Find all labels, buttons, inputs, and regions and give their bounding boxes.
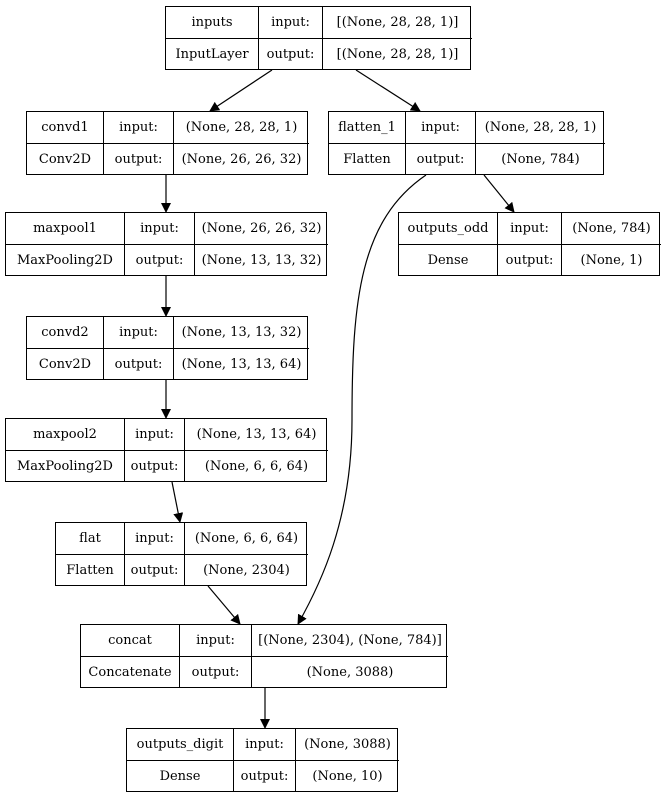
- layer-node-convd2: convd2 input:(None, 13, 13, 32) Conv2D outp…: [26, 316, 309, 380]
- node-row-input: maxpool1 input:(None, 26, 26, 32): [6, 213, 328, 244]
- input-shape: (None, 6, 6, 64): [184, 523, 308, 554]
- node-row-input: inputs input:[(None, 28, 28, 1)]: [166, 7, 472, 38]
- output-shape: (None, 1): [561, 245, 661, 275]
- layer-type: Conv2D: [38, 356, 92, 372]
- node-row-output: Dense output:(None, 1): [399, 244, 661, 275]
- output-label: output:: [405, 144, 475, 174]
- output-label: output:: [103, 144, 173, 174]
- output-label: output:: [124, 245, 194, 275]
- layer-name: convd1: [41, 120, 89, 135]
- layer-type: Flatten: [66, 562, 114, 578]
- layer-type: Dense: [159, 768, 201, 784]
- output-label: output:: [497, 245, 561, 275]
- input-label: input:: [405, 112, 475, 143]
- node-row-input: outputs_odd input:(None, 784): [399, 213, 661, 244]
- layer-node-outputs-odd: outputs_odd input:(None, 784) Dense output:…: [398, 212, 661, 276]
- node-row-output: InputLayer output:[(None, 28, 28, 1)]: [166, 38, 472, 69]
- output-shape: (None, 26, 26, 32): [173, 144, 309, 174]
- input-label: input:: [179, 625, 251, 656]
- input-label: input:: [103, 317, 173, 348]
- edge-flat-to-concat: [207, 585, 241, 625]
- layer-name: inputs: [191, 15, 233, 30]
- input-shape: (None, 28, 28, 1): [173, 112, 309, 143]
- layer-node-flatten-1: flatten_1 input:(None, 28, 28, 1) Flatten o…: [328, 111, 605, 175]
- output-shape: (None, 2304): [184, 555, 308, 585]
- layer-name: maxpool1: [33, 221, 97, 236]
- layer-type: MaxPooling2D: [17, 252, 113, 268]
- output-shape: (None, 13, 13, 64): [173, 349, 309, 379]
- input-label: input:: [124, 213, 194, 244]
- node-row-output: Concatenate output:(None, 3088): [81, 656, 448, 687]
- node-row-output: MaxPooling2D output:(None, 13, 13, 32): [6, 244, 328, 275]
- output-label: output:: [179, 657, 251, 687]
- node-row-input: flat input:(None, 6, 6, 64): [56, 523, 308, 554]
- layer-name: convd2: [41, 325, 89, 340]
- output-shape: [(None, 28, 28, 1)]: [322, 39, 472, 69]
- node-row-input: convd1 input:(None, 28, 28, 1): [27, 112, 309, 143]
- layer-name: outputs_digit: [136, 737, 224, 752]
- layer-type: Dense: [427, 252, 469, 268]
- node-row-input: concat input:[(None, 2304), (None, 784)]: [81, 625, 448, 656]
- layer-type: InputLayer: [175, 46, 249, 62]
- input-label: input:: [233, 729, 295, 760]
- node-row-output: Dense output:(None, 10): [127, 760, 399, 791]
- edge-inputs-to-flatten-1: [355, 69, 421, 112]
- input-label: input:: [124, 523, 184, 554]
- node-row-output: Conv2D output:(None, 26, 26, 32): [27, 143, 309, 174]
- input-label: input:: [124, 419, 184, 450]
- output-label: output:: [103, 349, 173, 379]
- layer-type: Flatten: [343, 151, 391, 167]
- output-shape: (None, 6, 6, 64): [184, 451, 328, 481]
- layer-type: Conv2D: [38, 151, 92, 167]
- edge-flatten-1-to-concat: [297, 174, 427, 625]
- layer-name: outputs_odd: [407, 221, 489, 236]
- layer-type: MaxPooling2D: [17, 458, 113, 474]
- layer-name: maxpool2: [33, 427, 97, 442]
- node-row-output: Flatten output:(None, 784): [329, 143, 605, 174]
- output-shape: (None, 784): [475, 144, 605, 174]
- edge-maxpool2-to-flat: [171, 481, 184, 523]
- node-row-input: convd2 input:(None, 13, 13, 32): [27, 317, 309, 348]
- node-row-input: flatten_1 input:(None, 28, 28, 1): [329, 112, 605, 143]
- output-shape: (None, 13, 13, 32): [194, 245, 328, 275]
- input-shape: [(None, 28, 28, 1)]: [322, 7, 472, 38]
- node-row-input: outputs_digit input:(None, 3088): [127, 729, 399, 760]
- output-label: output:: [258, 39, 322, 69]
- layer-node-flat: flat input:(None, 6, 6, 64) Flatten output:…: [55, 522, 308, 586]
- input-shape: (None, 13, 13, 64): [184, 419, 328, 450]
- input-shape: (None, 13, 13, 32): [173, 317, 309, 348]
- layer-type: Concatenate: [88, 664, 172, 680]
- input-label: input:: [497, 213, 561, 244]
- layer-node-outputs-digit: outputs_digit input:(None, 3088) Dense outp…: [126, 728, 399, 792]
- input-shape: (None, 28, 28, 1): [475, 112, 605, 143]
- edge-flatten-1-to-outputs-odd: [483, 174, 515, 213]
- output-label: output:: [124, 451, 184, 481]
- output-shape: (None, 3088): [251, 657, 448, 687]
- layer-name: concat: [108, 633, 152, 648]
- node-row-input: maxpool2 input:(None, 13, 13, 64): [6, 419, 328, 450]
- output-label: output:: [233, 761, 295, 791]
- output-shape: (None, 10): [295, 761, 399, 791]
- node-row-output: Flatten output:(None, 2304): [56, 554, 308, 585]
- layer-name: flatten_1: [338, 120, 396, 135]
- node-row-output: MaxPooling2D output:(None, 6, 6, 64): [6, 450, 328, 481]
- input-label: input:: [103, 112, 173, 143]
- layer-name: flat: [79, 531, 101, 546]
- input-shape: (None, 3088): [295, 729, 399, 760]
- node-row-output: Conv2D output:(None, 13, 13, 64): [27, 348, 309, 379]
- input-shape: (None, 784): [561, 213, 661, 244]
- input-shape: [(None, 2304), (None, 784)]: [251, 625, 448, 656]
- edge-inputs-to-convd1: [209, 69, 273, 112]
- input-shape: (None, 26, 26, 32): [194, 213, 328, 244]
- output-label: output:: [124, 555, 184, 585]
- layer-node-convd1: convd1 input:(None, 28, 28, 1) Conv2D outpu…: [26, 111, 309, 175]
- input-label: input:: [258, 7, 322, 38]
